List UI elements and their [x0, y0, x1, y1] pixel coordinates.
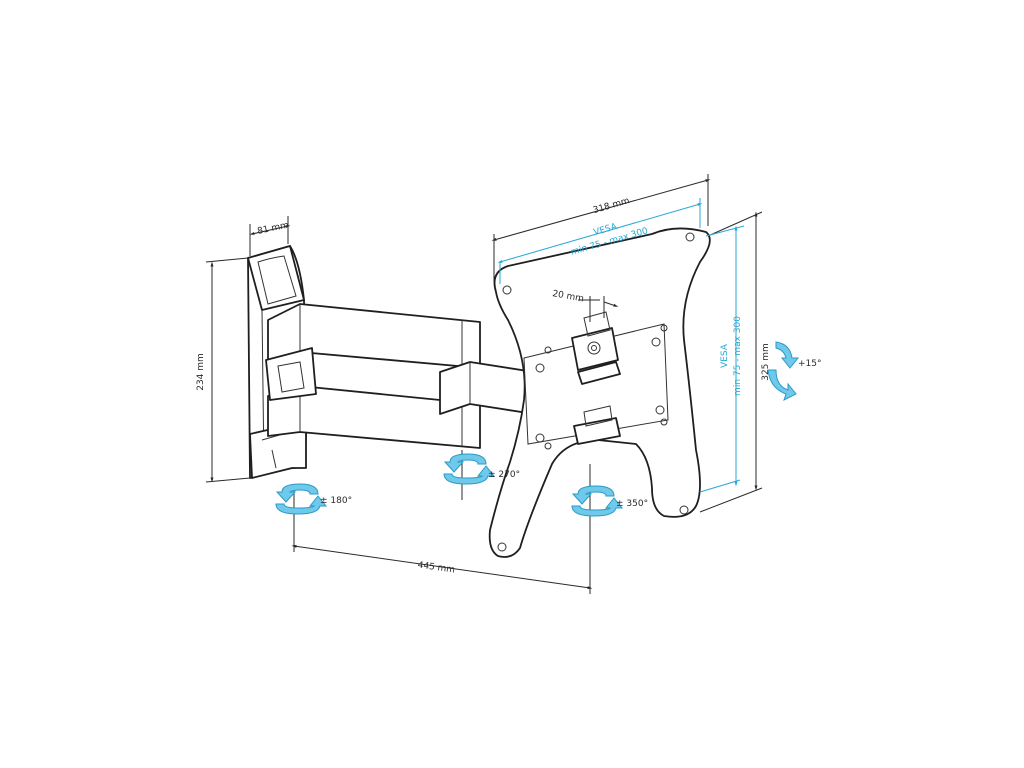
rotation-arrow-head	[571, 485, 624, 517]
dimension-lines	[205, 174, 763, 594]
rotation-arrow-wall	[275, 483, 328, 515]
swing-arms	[265, 303, 561, 449]
wall-rotation-label: ± 180°	[320, 496, 352, 506]
rotation-arrow-arm	[443, 450, 496, 500]
wall-depth-label: 81 mm	[257, 221, 290, 237]
wall-height-label: 234 mm	[196, 353, 206, 391]
tilt-arrow	[767, 341, 800, 401]
arm-rotation-label: ± 270°	[488, 470, 520, 480]
plate-width-label: 318 mm	[592, 196, 631, 216]
plate-height-label: 325 mm	[761, 343, 771, 381]
vesa-vertical-range: min 75 - max 300	[733, 316, 743, 396]
tilt-label: +15°	[798, 359, 822, 369]
arm-extension-label: 445 mm	[417, 560, 456, 575]
head-rotation-label: ± 350°	[616, 499, 648, 509]
vesa-vertical-title: VESA	[720, 343, 730, 368]
vesa-lines	[497, 198, 745, 493]
